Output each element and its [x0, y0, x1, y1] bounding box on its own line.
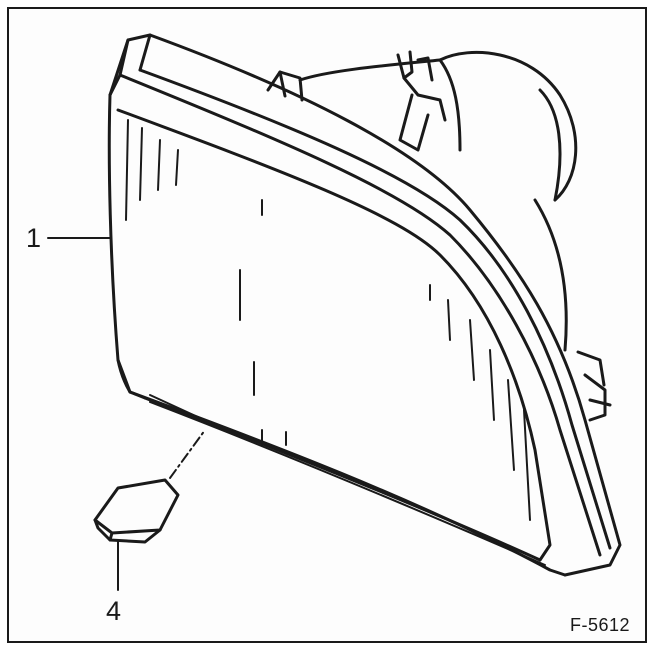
alignment-line — [169, 429, 206, 479]
bulb-housing — [298, 50, 578, 352]
lens-rim — [149, 401, 546, 566]
lens-texture — [125, 119, 531, 521]
callout-label-4: 4 — [106, 596, 122, 626]
figure-frame — [7, 7, 647, 643]
figure-id: F-5612 — [570, 615, 631, 635]
housing-frame — [108, 33, 622, 577]
callout-label-1: 1 — [26, 223, 42, 253]
mounting-clip-right — [576, 350, 612, 422]
mounting-clip-left — [266, 70, 304, 102]
lens — [107, 93, 567, 577]
adjuster-cap — [93, 478, 180, 544]
adjuster-bracket — [396, 50, 447, 152]
